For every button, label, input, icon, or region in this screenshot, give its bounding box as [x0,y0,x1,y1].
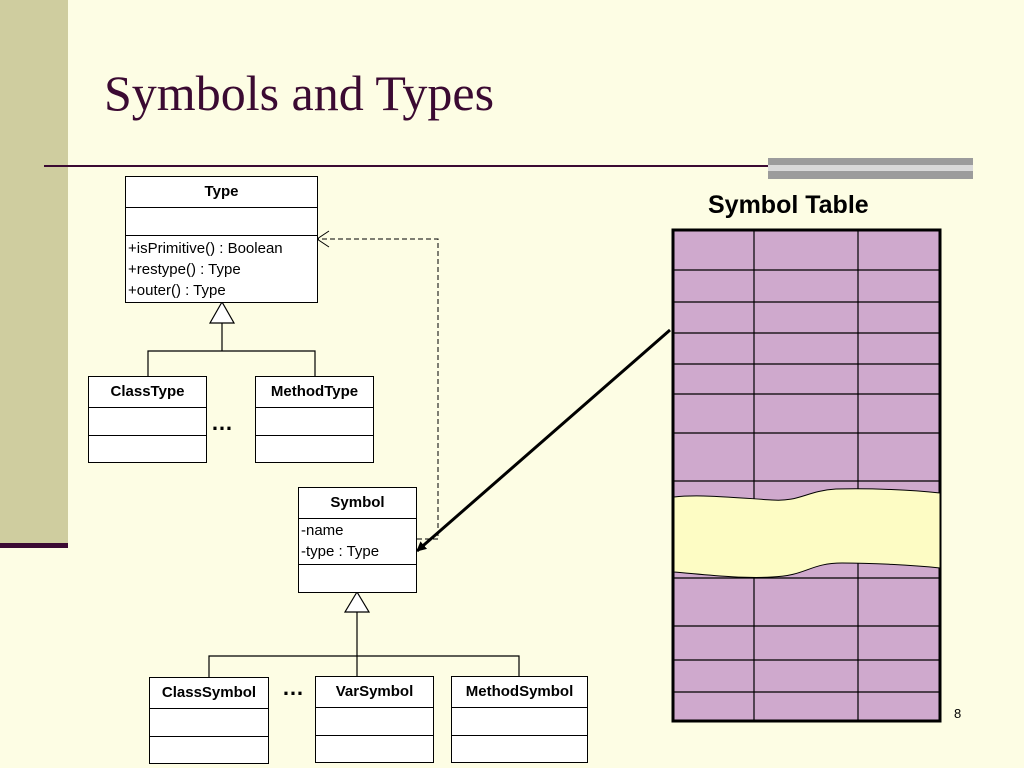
class-name-symbol: Symbol [299,488,416,519]
methodsymbol-attributes-section [452,708,587,736]
symbol-table-title: Symbol Table [708,191,869,219]
operation-outer: +outer() : Type [128,282,226,299]
symbol-table-break [673,488,941,578]
inheritance-triangle-symbol [343,590,371,613]
class-name-varsymbol: VarSymbol [316,677,433,708]
methodtype-attributes-section [256,408,373,436]
class-name-classtype: ClassType [89,377,206,408]
type-attributes-section [126,208,317,236]
attribute-type: -type : Type [301,543,380,560]
classsymbol-operations-section [150,737,268,763]
page-number: 8 [954,706,962,721]
operation-restype: +restype() : Type [128,261,241,278]
generalization-symbol [208,590,520,680]
varsymbol-attributes-section [316,708,433,736]
methodsymbol-operations-section [452,736,587,762]
slide-sidebar-band [0,0,68,546]
operation-isprimitive: +isPrimitive() : Boolean [128,240,283,257]
uml-class-varsymbol: VarSymbol [315,676,434,763]
varsymbol-operations-section [316,736,433,762]
classtype-attributes-section [89,408,206,436]
symbol-table-body [671,228,942,723]
sidebar-rule [0,543,68,548]
class-name-type: Type [126,177,317,208]
class-name-methodtype: MethodType [256,377,373,408]
uml-class-type: Type +isPrimitive() : Boolean +restype()… [125,176,318,303]
classsymbol-attributes-section [150,709,268,737]
title-rule [44,165,772,167]
classtype-operations-section [89,436,206,462]
methodtype-operations-section [256,436,373,462]
uml-class-classsymbol: ClassSymbol [149,677,269,764]
uml-class-methodtype: MethodType [255,376,374,463]
table-to-symbol-arrow [416,328,671,553]
ellipsis-symbols: … [282,675,306,700]
symbol-operations-section [299,565,416,592]
symbol-table-grid-lines [673,230,940,721]
generalization-type [147,300,316,378]
slide-title: Symbols and Types [104,65,495,121]
ellipsis-types: … [211,410,235,435]
uml-class-methodsymbol: MethodSymbol [451,676,588,763]
uml-class-classtype: ClassType [88,376,207,463]
symbol-table [671,228,942,723]
inheritance-triangle-type [208,300,236,324]
type-operations-section: +isPrimitive() : Boolean +restype() : Ty… [126,236,317,302]
class-name-methodsymbol: MethodSymbol [452,677,587,708]
title-accent-highlight [768,165,973,171]
attribute-name: -name [301,522,344,539]
symbol-attributes-section: -name -type : Type [299,519,416,565]
class-name-classsymbol: ClassSymbol [150,678,268,709]
uml-class-symbol: Symbol -name -type : Type [298,487,417,593]
